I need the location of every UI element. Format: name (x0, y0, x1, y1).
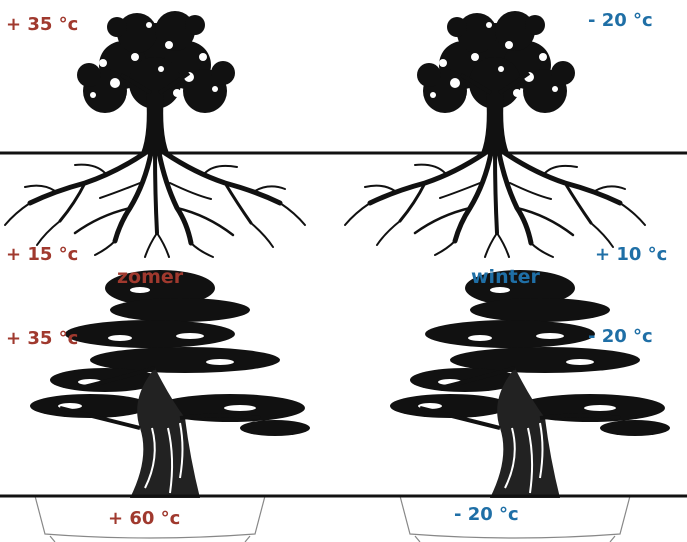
deciduous-tree-winter (345, 11, 645, 257)
season-label-summer: zomer (117, 266, 184, 288)
summer-pot-temperature: + 60 °c (108, 508, 181, 529)
winter-air-temperature: - 20 °c (588, 10, 653, 31)
season-label-winter: winter (471, 266, 540, 288)
summer-soil-temperature: + 15 °c (6, 244, 79, 265)
bonsai-tree-winter (388, 268, 672, 500)
summer-bonsai-air-temperature: + 35 °c (6, 328, 79, 349)
deciduous-tree-summer (5, 11, 305, 257)
winter-pot-temperature: - 20 °c (454, 504, 519, 525)
winter-bonsai-air-temperature: - 20 °c (588, 326, 653, 347)
winter-soil-temperature: + 10 °c (595, 244, 668, 265)
bonsai-tree-summer (28, 268, 312, 500)
summer-air-temperature: + 35 °c (6, 14, 79, 35)
